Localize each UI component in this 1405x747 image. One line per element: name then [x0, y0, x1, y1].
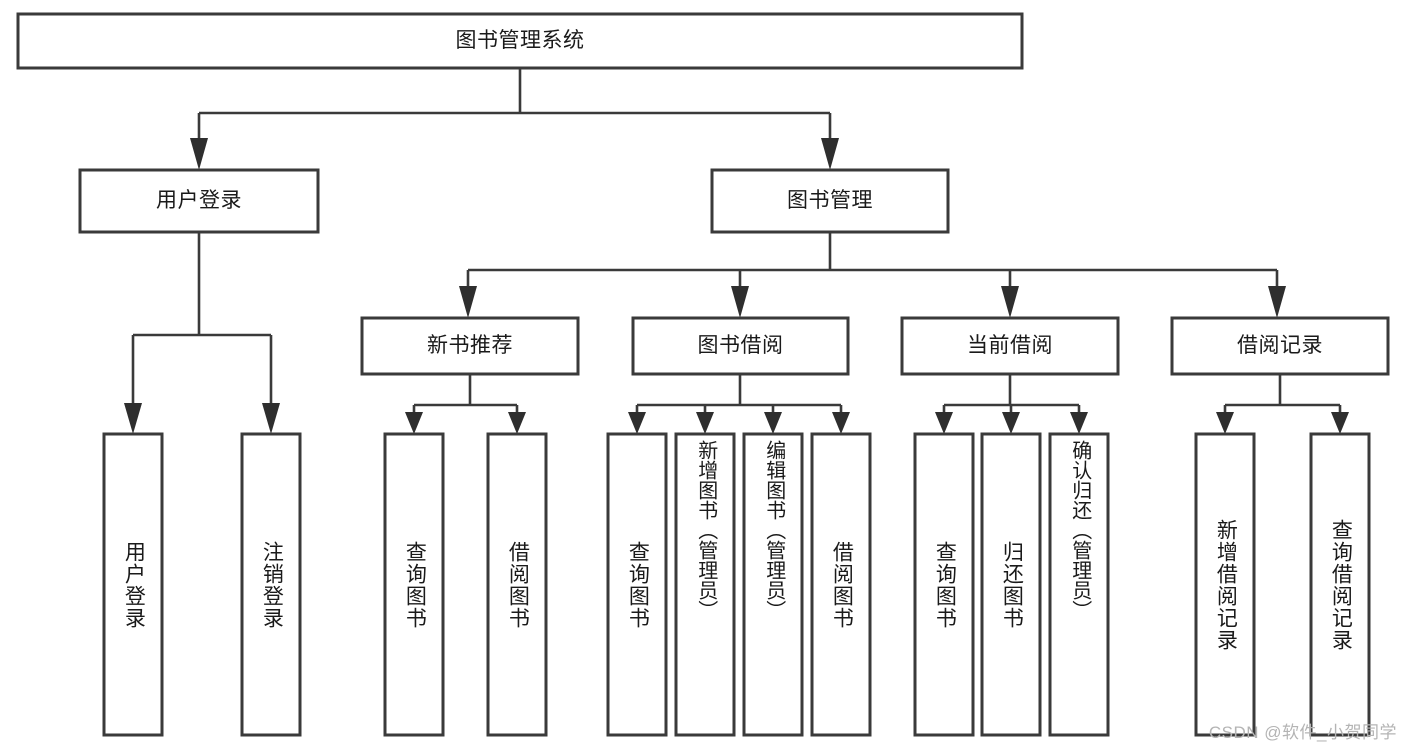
node-box-leaf-cb-1[interactable]	[980, 432, 1042, 737]
node-box-new-book-recommend[interactable]	[360, 316, 580, 376]
arrow-head-leaf-user-login-0	[124, 403, 142, 434]
connector-group-user-login	[124, 232, 280, 434]
arrow-head-leaf-br-1	[1331, 412, 1349, 434]
connector-group-new-book-recommend	[405, 374, 526, 434]
arrow-head-current-borrow	[1001, 286, 1019, 318]
arrow-head-leaf-bb-0	[628, 412, 646, 434]
node-box-leaf-user-login-0[interactable]	[102, 432, 164, 737]
arrow-head-leaf-nbr-1	[508, 412, 526, 434]
node-box-user-login[interactable]	[78, 168, 320, 234]
node-box-borrow-record[interactable]	[1170, 316, 1390, 376]
node-box-leaf-br-0[interactable]	[1194, 432, 1256, 737]
node-box-leaf-nbr-1[interactable]	[486, 432, 548, 737]
connector-group-root	[190, 68, 839, 170]
node-box-root[interactable]	[16, 12, 1024, 70]
arrow-head-new-book-recommend	[459, 286, 477, 318]
node-box-leaf-bb-1[interactable]	[674, 432, 736, 737]
node-box-leaf-bb-0[interactable]	[606, 432, 668, 737]
connector-group-borrow-record	[1216, 374, 1349, 434]
arrow-head-leaf-br-0	[1216, 412, 1234, 434]
arrow-head-leaf-cb-0	[935, 412, 953, 434]
arrow-head-leaf-bb-3	[832, 412, 850, 434]
arrow-head-leaf-bb-1	[696, 412, 714, 434]
node-box-leaf-user-login-1[interactable]	[240, 432, 302, 737]
arrow-head-book-borrow	[731, 286, 749, 318]
arrow-head-leaf-nbr-0	[405, 412, 423, 434]
node-box-leaf-bb-2[interactable]	[742, 432, 804, 737]
node-box-leaf-bb-3[interactable]	[810, 432, 872, 737]
connector-group-book-borrow	[628, 374, 850, 434]
node-box-book-borrow[interactable]	[631, 316, 850, 376]
arrow-head-bookmgmt	[821, 138, 839, 170]
node-box-leaf-cb-2[interactable]	[1048, 432, 1110, 737]
connector-group-current-borrow	[935, 374, 1088, 434]
node-box-leaf-nbr-0[interactable]	[383, 432, 445, 737]
arrow-head-leaf-bb-2	[764, 412, 782, 434]
arrow-head-leaf-user-login-1	[262, 403, 280, 434]
node-box-leaf-cb-0[interactable]	[913, 432, 975, 737]
node-box-leaf-br-1[interactable]	[1309, 432, 1371, 737]
arrow-head-userlogin	[190, 138, 208, 170]
arrow-head-borrow-record	[1268, 286, 1286, 318]
node-box-book-management[interactable]	[710, 168, 950, 234]
arrow-head-leaf-cb-2	[1070, 412, 1088, 434]
connector-group-book-management	[459, 232, 1286, 318]
arrow-head-leaf-cb-1	[1002, 412, 1020, 434]
node-box-current-borrow[interactable]	[900, 316, 1120, 376]
